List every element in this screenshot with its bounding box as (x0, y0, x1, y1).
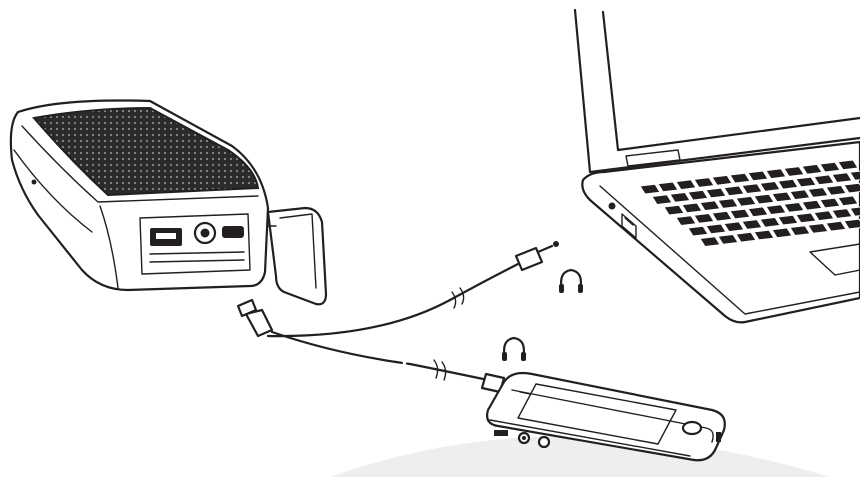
keyboard-key (753, 229, 775, 241)
keyboard-key (651, 194, 673, 206)
keyboard-key (693, 177, 715, 188)
keyboard-key (741, 219, 763, 230)
keyboard-key (825, 184, 847, 196)
keyboard-key (717, 233, 739, 245)
keyboard-key (759, 180, 781, 192)
phone-home-button (681, 420, 703, 436)
keyboard-key (675, 179, 697, 191)
portable-speaker (9, 99, 328, 306)
laptop-touchpad (809, 243, 860, 276)
keyboard-key (789, 225, 811, 237)
keyboard-key (783, 166, 805, 177)
keyboard-key (837, 159, 859, 171)
keyboard-key (717, 198, 739, 209)
keyboard-key (843, 218, 860, 230)
keyboard-key (753, 193, 775, 205)
keyboard-key (711, 174, 733, 186)
phone-screen (517, 383, 677, 445)
keyboard-key (729, 208, 751, 220)
keyboard-key (723, 185, 745, 197)
keyboard-key (741, 183, 763, 195)
keyboard-key (831, 172, 853, 184)
keyboard-key (759, 216, 781, 228)
keyboard-key (825, 220, 847, 232)
keyboard-key (813, 210, 835, 222)
keyboard-key (819, 161, 841, 173)
laptop (573, 8, 860, 324)
keyboard-key (789, 189, 811, 201)
keyboard-key (711, 210, 733, 222)
keyboard-key (669, 191, 691, 203)
keyboard-key (783, 201, 805, 213)
keyboard-key (807, 187, 829, 198)
aux-plug-upper (514, 246, 544, 272)
keyboard-key (765, 204, 787, 216)
headphones-icon (502, 336, 526, 361)
keyboard-key (813, 174, 835, 186)
smartphone (486, 371, 726, 462)
laptop-usb-port (621, 213, 637, 239)
keyboard-key (663, 204, 685, 216)
keyboard-key (723, 221, 745, 233)
keyboard-key (687, 189, 709, 201)
keyboard-key (765, 168, 787, 180)
keyboard-key (849, 206, 860, 217)
keyboard-key (729, 172, 751, 184)
floor-shadow (330, 436, 830, 477)
keyboard-key (699, 200, 721, 212)
keyboard-key (699, 236, 721, 248)
keyboard-key (843, 182, 860, 194)
speaker-port-door (266, 206, 328, 306)
keyboard-key (771, 227, 793, 239)
headphones-icon (559, 268, 583, 293)
laptop-keyboard (639, 159, 860, 248)
keyboard-key (747, 170, 769, 182)
laptop-headphone-port (608, 202, 616, 210)
keyboard-key (777, 214, 799, 226)
keyboard-key (705, 187, 727, 199)
keyboard-key (735, 195, 757, 207)
micro-usb-plug (244, 308, 274, 338)
keyboard-key (681, 202, 703, 214)
keyboard-key (693, 212, 715, 224)
speaker-grille (32, 106, 260, 197)
keyboard-key (675, 215, 697, 227)
keyboard-key (831, 208, 853, 219)
keyboard-key (771, 191, 793, 203)
speaker-micro-usb-port (222, 226, 244, 238)
keyboard-key (795, 212, 817, 224)
keyboard-key (639, 183, 661, 195)
keyboard-key (777, 178, 799, 190)
keyboard-key (705, 223, 727, 235)
keyboard-key (657, 181, 679, 193)
keyboard-key (801, 199, 823, 211)
keyboard-key (837, 195, 859, 207)
keyboard-key (687, 225, 709, 237)
keyboard-key (849, 170, 860, 181)
keyboard-key (807, 222, 829, 234)
keyboard-key (735, 231, 757, 243)
keyboard-key (795, 176, 817, 188)
keyboard-key (801, 163, 823, 175)
keyboard-key (747, 206, 769, 218)
keyboard-key (819, 197, 841, 209)
